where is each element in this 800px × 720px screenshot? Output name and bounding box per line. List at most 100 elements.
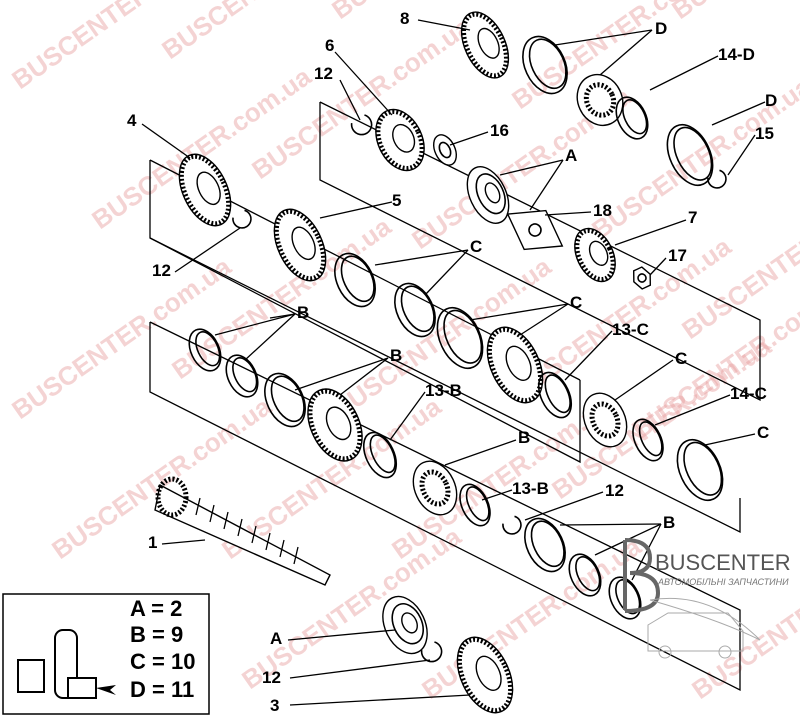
spring-13-b bbox=[459, 483, 491, 527]
leader-line bbox=[244, 313, 296, 361]
callout-cD1: D bbox=[655, 19, 667, 38]
leader-line bbox=[287, 629, 396, 641]
plate-18 bbox=[506, 209, 564, 251]
watermark-text: BUSCENTER.com.ua bbox=[666, 0, 800, 25]
leader-line bbox=[469, 303, 569, 321]
leader-line bbox=[389, 391, 426, 441]
leader-line bbox=[499, 159, 564, 176]
leader-lines bbox=[141, 19, 766, 706]
callout-cB2: B bbox=[390, 346, 402, 365]
synchro-hub-b bbox=[412, 460, 458, 516]
circlip-15 bbox=[707, 169, 727, 189]
leader-line bbox=[424, 249, 469, 296]
callout-cC2: C bbox=[570, 293, 582, 312]
leader-line bbox=[334, 51, 393, 116]
callout-c1: 1 bbox=[148, 533, 157, 552]
leader-line bbox=[141, 123, 191, 159]
callout-c6: 6 bbox=[325, 36, 334, 55]
synchro-ring-b bbox=[568, 553, 602, 597]
synchro-ring-c bbox=[436, 306, 484, 370]
synchro-ring-d bbox=[522, 35, 568, 95]
leader-line bbox=[214, 313, 296, 336]
callout-cB1: B bbox=[297, 303, 309, 322]
leader-line bbox=[161, 539, 206, 545]
callout-cC4: C bbox=[757, 423, 769, 442]
legend-row-d: D = 11 bbox=[130, 677, 194, 702]
washer-16 bbox=[432, 134, 458, 166]
leader-line bbox=[654, 394, 731, 426]
leader-line bbox=[339, 79, 361, 121]
leader-line bbox=[519, 303, 569, 336]
bearing-a bbox=[382, 595, 428, 655]
leader-line bbox=[554, 29, 653, 46]
synchro-hub-d bbox=[576, 73, 624, 127]
callout-c13B1: 13-B bbox=[425, 381, 462, 400]
synchro-ring-b bbox=[225, 354, 259, 398]
leader-line bbox=[289, 659, 431, 679]
leader-line bbox=[544, 211, 592, 216]
gear-5 bbox=[273, 208, 327, 282]
gear-6 bbox=[375, 108, 425, 172]
leader-line bbox=[711, 101, 766, 126]
leader-line bbox=[529, 159, 564, 211]
legend-row-c: C = 10 bbox=[130, 649, 195, 674]
leader-line bbox=[704, 433, 756, 446]
circlip-12 bbox=[350, 114, 373, 136]
leader-line bbox=[444, 439, 517, 466]
circlip-12 bbox=[232, 209, 252, 229]
spring-14-c bbox=[632, 418, 664, 462]
shaft-1 bbox=[154, 476, 331, 586]
callout-cB3: B bbox=[518, 428, 530, 447]
logo-name: BUSCENTER bbox=[655, 550, 791, 575]
leader-line bbox=[599, 29, 653, 76]
leader-line bbox=[649, 257, 667, 276]
spring-14-d bbox=[615, 96, 649, 140]
callout-cD2: D bbox=[765, 91, 777, 110]
legend-row-b: B = 9 bbox=[130, 622, 183, 647]
logo-tagline: АВТОМОБІЛЬНІ ЗАПЧАСТИНИ bbox=[657, 577, 789, 587]
legend-row-a: A = 2 bbox=[130, 596, 182, 621]
leader-line bbox=[449, 131, 489, 146]
callout-c17: 17 bbox=[668, 246, 687, 265]
buscenter-logo: BUSCENTER АВТОМОБІЛЬНІ ЗАПЧАСТИНИ bbox=[623, 538, 791, 659]
callout-cB4: B bbox=[663, 513, 675, 532]
gear-8 bbox=[460, 11, 510, 79]
leader-line bbox=[614, 359, 674, 401]
leader-line bbox=[417, 19, 471, 31]
callout-c13B2: 13-B bbox=[512, 479, 549, 498]
leader-line bbox=[481, 489, 513, 501]
synchro-ring-c bbox=[394, 282, 436, 338]
callout-c13C: 13-C bbox=[612, 320, 649, 339]
synchro-ring-c bbox=[334, 252, 376, 308]
leader-line bbox=[294, 357, 389, 391]
gear-7 bbox=[574, 227, 616, 283]
callout-cA2: A bbox=[270, 629, 282, 648]
callout-c18: 18 bbox=[593, 201, 612, 220]
callout-c12a: 12 bbox=[314, 64, 333, 83]
parts bbox=[154, 11, 727, 714]
circlip-12 bbox=[420, 641, 443, 663]
circlip-12 bbox=[502, 515, 522, 535]
synchro-ring-c bbox=[676, 438, 724, 502]
callout-c14D: 14-D bbox=[718, 45, 755, 64]
gear-3 bbox=[456, 636, 514, 714]
spring-13-c bbox=[537, 371, 573, 419]
synchro-ring-b bbox=[264, 372, 306, 428]
callout-c15: 15 bbox=[755, 124, 774, 143]
callout-c3: 3 bbox=[270, 696, 279, 715]
callout-c8: 8 bbox=[400, 9, 409, 28]
leader-line bbox=[374, 249, 469, 266]
callout-c12b: 12 bbox=[152, 261, 171, 280]
leader-line bbox=[524, 491, 604, 521]
callout-cA1: A bbox=[565, 146, 577, 165]
leader-line bbox=[289, 694, 471, 706]
leader-line bbox=[614, 219, 687, 246]
synchro-hub-c bbox=[582, 392, 628, 448]
callout-c14C: 14-C bbox=[730, 384, 767, 403]
callout-c12c: 12 bbox=[605, 481, 624, 500]
callout-cC1: C bbox=[470, 237, 482, 256]
synchro-ring-d bbox=[666, 123, 714, 187]
